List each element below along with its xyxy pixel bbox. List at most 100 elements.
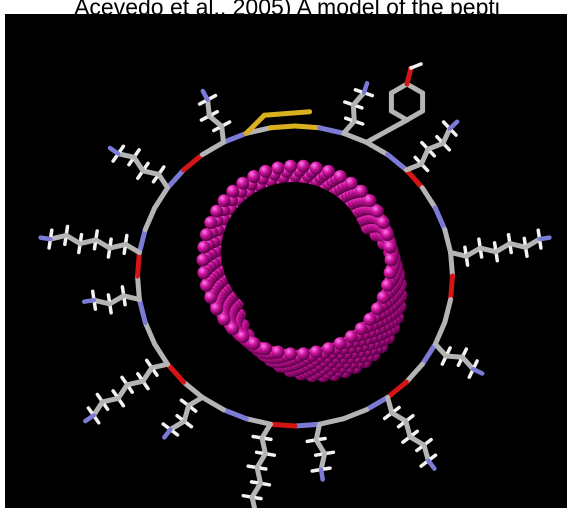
bond — [421, 442, 431, 464]
bond — [254, 451, 268, 471]
nanotube-atom — [322, 342, 335, 356]
bond — [448, 273, 455, 302]
bond — [477, 245, 499, 255]
bond — [407, 434, 427, 448]
bond — [221, 407, 249, 422]
nanotube-atom — [376, 290, 390, 304]
bond — [142, 205, 158, 233]
nanotube-atom — [370, 204, 384, 218]
bond — [440, 126, 453, 146]
bond — [313, 437, 328, 457]
nanotube-atom — [333, 170, 347, 183]
bond — [91, 297, 113, 307]
bond — [350, 90, 367, 108]
nanotube-atom — [259, 164, 272, 178]
nanotube-atom — [344, 176, 358, 190]
nanotube-atom — [384, 253, 398, 267]
nanotube-atom — [247, 170, 261, 183]
bond — [267, 421, 298, 429]
bond — [389, 410, 409, 424]
bond — [81, 297, 97, 304]
nanotube-atom — [200, 278, 213, 292]
bond — [165, 361, 187, 385]
bond — [385, 379, 409, 400]
bond — [107, 145, 121, 156]
bond — [470, 366, 485, 376]
bond — [115, 151, 137, 160]
peptide-ring — [38, 62, 552, 508]
bond — [243, 416, 273, 427]
bond — [523, 236, 543, 250]
nanotube-atom — [296, 159, 310, 173]
bond — [426, 458, 437, 471]
bond — [364, 139, 391, 158]
bond — [206, 113, 225, 129]
nanotube-atom — [259, 342, 272, 356]
bond — [388, 81, 410, 96]
bond — [135, 273, 142, 302]
bond — [142, 319, 158, 347]
bond — [259, 421, 273, 441]
bond — [115, 382, 130, 401]
bond — [292, 421, 323, 429]
bond — [249, 480, 263, 500]
nanotube-atom — [381, 228, 394, 242]
bond — [404, 65, 414, 87]
bond — [221, 130, 249, 145]
bond — [140, 365, 155, 384]
nanotube-atom — [370, 302, 384, 316]
nanotube-atom — [363, 194, 377, 208]
bond — [341, 130, 369, 145]
bond — [507, 241, 529, 250]
bond — [165, 167, 187, 191]
bond — [313, 421, 323, 443]
bond — [38, 235, 53, 242]
bond — [388, 108, 410, 123]
bond — [152, 341, 171, 367]
bond — [364, 394, 391, 413]
bond — [136, 297, 148, 325]
nanotube-atom — [344, 330, 358, 344]
bond — [243, 112, 267, 136]
bond — [77, 237, 99, 247]
nanotube-atom — [322, 164, 335, 178]
bond — [156, 171, 171, 191]
bond — [91, 399, 105, 418]
bond — [425, 140, 446, 152]
bond — [135, 250, 142, 279]
nanotube-atom — [204, 216, 218, 230]
nanotube-atom — [309, 345, 323, 359]
bond — [419, 341, 438, 367]
nanotube-atom — [383, 240, 397, 254]
nanotube-atom — [210, 302, 224, 316]
bond — [181, 403, 192, 424]
bond — [205, 97, 212, 119]
bond — [107, 241, 128, 251]
nanotube-atom — [204, 290, 218, 304]
nanotube-atom — [236, 176, 250, 190]
bond — [448, 250, 455, 279]
bond — [162, 427, 173, 440]
nanotube-atom — [226, 322, 240, 336]
bond — [447, 119, 460, 131]
nanotube-cavity — [221, 182, 365, 322]
nanotube-atom — [354, 322, 368, 336]
bond — [152, 185, 171, 211]
nanotube-atom — [296, 347, 310, 361]
bond — [261, 109, 313, 118]
nanotube-atom — [354, 184, 368, 198]
bond — [200, 88, 210, 103]
bond — [432, 205, 448, 233]
bond — [317, 125, 347, 136]
bond — [199, 139, 226, 158]
nanotube-atom — [284, 347, 298, 361]
bond — [493, 241, 513, 255]
bond — [404, 108, 426, 123]
bond — [432, 341, 449, 359]
nanotube-atom — [333, 337, 347, 350]
bond — [83, 413, 96, 424]
bond — [186, 394, 205, 409]
bond — [93, 237, 113, 251]
bond — [409, 62, 423, 70]
